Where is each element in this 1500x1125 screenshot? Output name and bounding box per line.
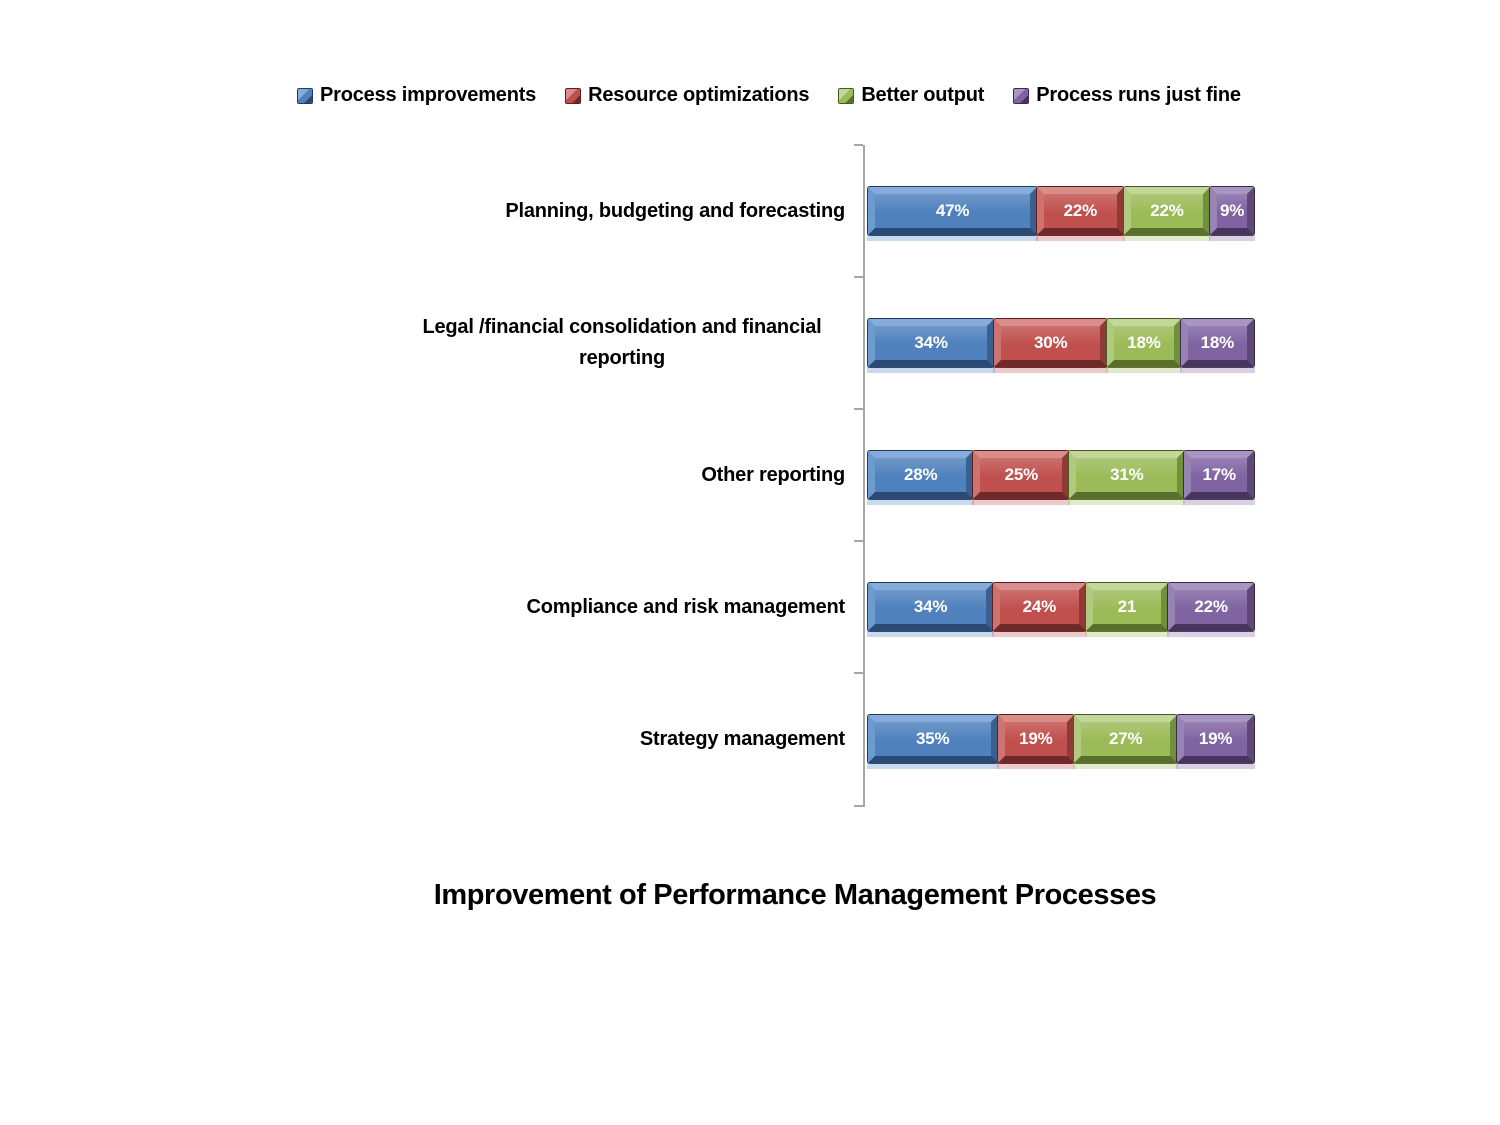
- bar-segment-process-improvements: 34%: [866, 583, 995, 637]
- data-label: 9%: [1220, 201, 1245, 220]
- category-label-text: Other reporting: [701, 463, 845, 486]
- axis-tick: [854, 144, 863, 146]
- bar-row-planning: Planning, budgeting and forecasting 47% …: [399, 145, 1255, 277]
- category-label: Planning, budgeting and forecasting: [399, 196, 864, 227]
- legend-label: Process runs just fine: [1036, 84, 1241, 106]
- data-label: 19%: [1198, 729, 1233, 748]
- data-label: 34%: [914, 333, 948, 352]
- bar-segment-better-output: 18%: [1106, 319, 1183, 373]
- data-label: 27%: [1109, 729, 1143, 748]
- data-label: 34%: [913, 597, 948, 616]
- bar-row-compliance-risk: Compliance and risk management 34% 24% 2…: [399, 541, 1255, 673]
- stacked-bar: 34% 24% 21 22%: [866, 583, 1255, 637]
- legend-item-resource-optimizations: Resource optimizations: [566, 84, 810, 107]
- data-label: 17%: [1202, 465, 1237, 484]
- category-label: Other reporting: [399, 460, 864, 491]
- legend-label: Resource optimizations: [588, 84, 810, 106]
- data-label: 35%: [916, 729, 950, 748]
- data-label: 19%: [1019, 729, 1053, 748]
- stacked-bar: 28% 25% 31% 17%: [866, 451, 1255, 505]
- bar-segment-resource-optimizations: 24%: [992, 583, 1087, 637]
- data-label: 24%: [1022, 597, 1057, 616]
- axis-tick: [854, 805, 863, 807]
- data-label: 18%: [1200, 333, 1235, 352]
- bar-segment-process-runs-just-fine: 22%: [1167, 583, 1255, 637]
- bar-segment-resource-optimizations: 19%: [996, 715, 1075, 769]
- bar-segment-resource-optimizations: 22%: [1036, 187, 1125, 241]
- category-label: Legal /financial consolidation and finan…: [399, 312, 864, 374]
- bar-segment-process-runs-just-fine: 17%: [1183, 451, 1255, 505]
- bar-segment-process-improvements: 47%: [866, 187, 1039, 241]
- bar-segment-better-output: 22%: [1122, 187, 1211, 241]
- axis-tick: [854, 276, 863, 278]
- data-label: 30%: [1033, 333, 1068, 352]
- stacked-bar: 47% 22% 22% 9%: [866, 187, 1255, 241]
- bar-segment-resource-optimizations: 25%: [972, 451, 1070, 505]
- data-label: 28%: [904, 465, 938, 484]
- category-label-text: Legal /financial consolidation and finan…: [422, 316, 822, 369]
- bar-row-legal-financial: Legal /financial consolidation and finan…: [399, 277, 1256, 409]
- data-label: 21: [1117, 597, 1137, 616]
- axis-tick: [854, 540, 863, 542]
- axis-tick: [854, 408, 863, 410]
- legend-swatch-blue-icon: [298, 88, 312, 103]
- bar-segment-process-improvements: 28%: [866, 451, 975, 505]
- bar-segment-process-improvements: 34%: [866, 319, 996, 373]
- bar-segment-process-runs-just-fine: 9%: [1209, 187, 1255, 241]
- axis-tick: [854, 672, 863, 674]
- stacked-bar: 35% 19% 27% 19%: [867, 715, 1255, 769]
- bar-segment-better-output: 21: [1084, 583, 1169, 637]
- category-label-text: Compliance and risk management: [526, 595, 845, 618]
- legend-item-better-output: Better output: [839, 84, 984, 107]
- data-label: 18%: [1127, 333, 1161, 352]
- legend-swatch-purple-icon: [1014, 88, 1029, 103]
- chart-title: Improvement of Performance Management Pr…: [433, 879, 1157, 911]
- chart-legend: Process improvements Resource optimizati…: [298, 84, 1241, 107]
- bar-segment-process-runs-just-fine: 19%: [1176, 715, 1255, 769]
- data-label: 25%: [1004, 465, 1039, 484]
- bar-row-strategy-management: Strategy management 35% 19% 27% 19%: [399, 673, 1255, 805]
- data-label: 22%: [1150, 201, 1184, 220]
- data-label: 22%: [1194, 597, 1228, 616]
- category-label-text: Planning, budgeting and forecasting: [505, 199, 845, 222]
- bar-segment-process-runs-just-fine: 18%: [1179, 319, 1256, 373]
- category-axis-line: [863, 145, 865, 807]
- legend-swatch-green-icon: [839, 88, 854, 103]
- legend-label: Process improvements: [320, 84, 537, 106]
- data-label: 47%: [935, 201, 970, 220]
- category-label-text: Strategy management: [639, 727, 845, 750]
- bar-segment-resource-optimizations: 30%: [993, 319, 1109, 373]
- bar-segment-better-output: 31%: [1068, 451, 1186, 505]
- legend-item-process-runs-just-fine: Process runs just fine: [1014, 84, 1241, 107]
- data-label: 31%: [1110, 465, 1144, 484]
- bar-segment-process-improvements: 35%: [867, 715, 998, 769]
- legend-item-process-improvements: Process improvements: [298, 84, 536, 107]
- data-label: 22%: [1063, 201, 1098, 220]
- legend-swatch-red-icon: [566, 88, 581, 103]
- category-label: Strategy management: [399, 724, 864, 755]
- bar-row-other-reporting: Other reporting 28% 25% 31% 17%: [399, 409, 1255, 541]
- stacked-bar: 34% 30% 18% 18%: [866, 319, 1256, 373]
- bar-segment-better-output: 27%: [1073, 715, 1179, 769]
- category-label: Compliance and risk management: [399, 592, 864, 623]
- legend-label: Better output: [861, 84, 985, 106]
